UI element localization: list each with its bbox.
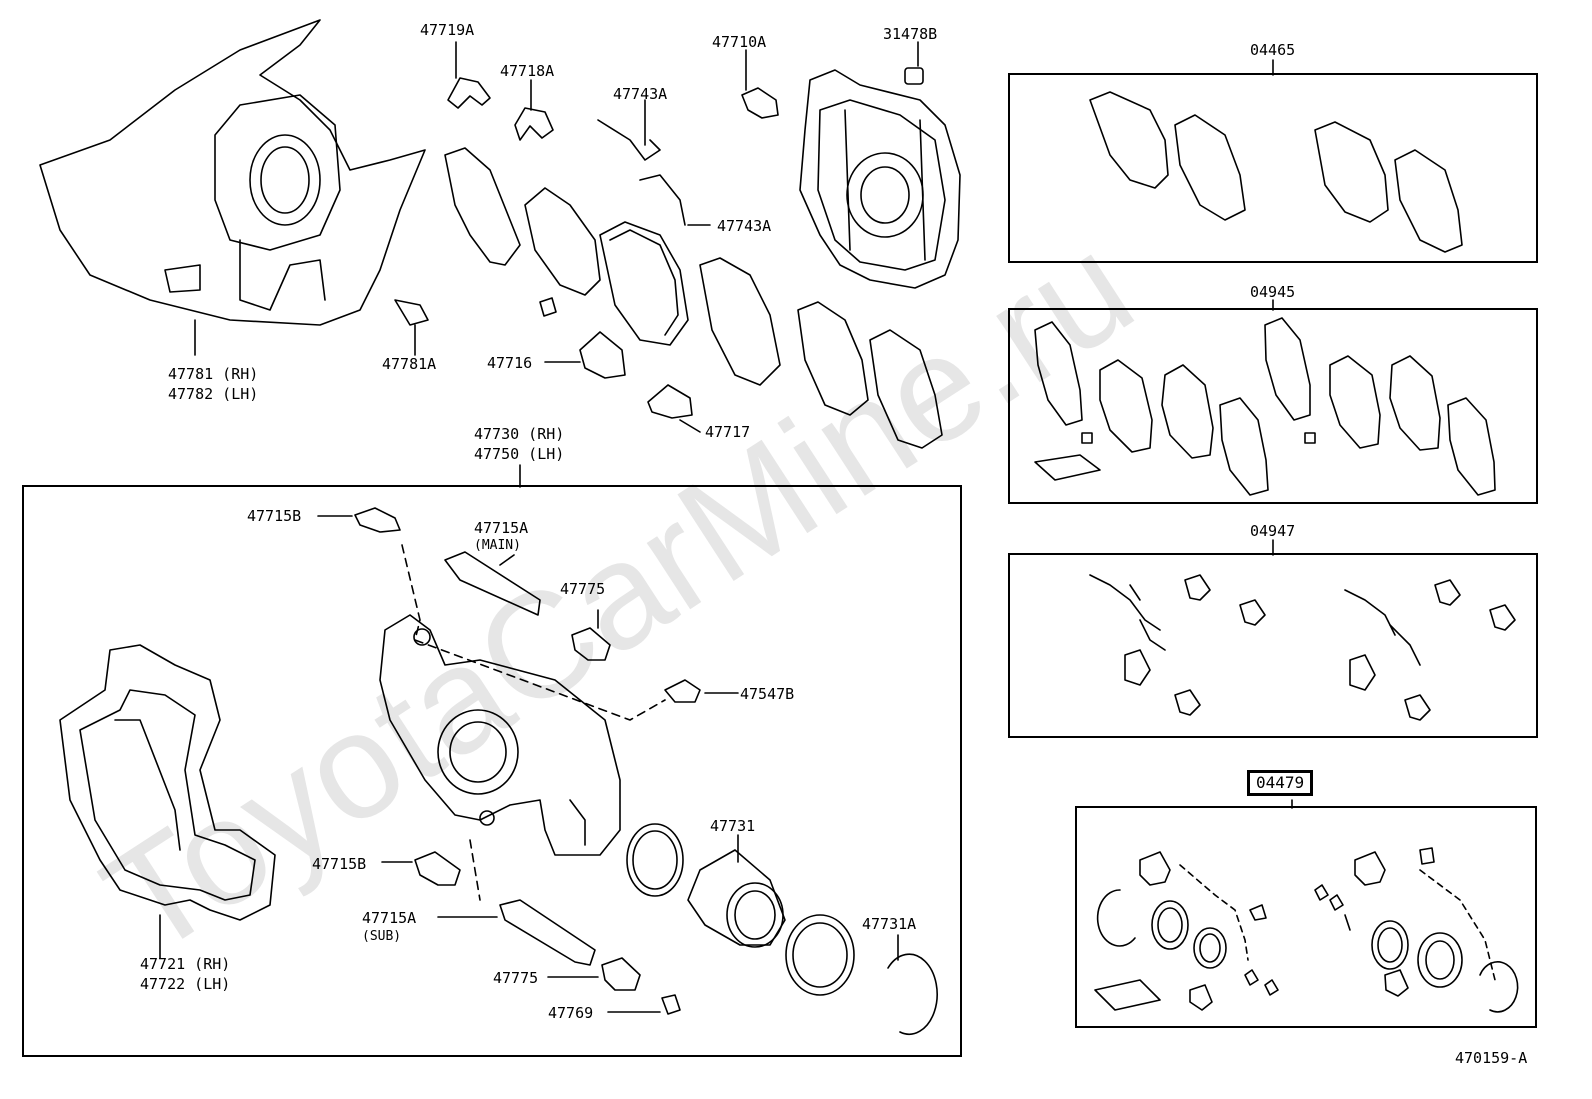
- brake-pads-drawing: [394, 147, 943, 449]
- part-label-47715A-sub[interactable]: 47715A: [362, 909, 417, 927]
- caliper-assembly-drawing: [799, 69, 961, 289]
- part-label-47743A-mid[interactable]: 47743A: [717, 217, 772, 235]
- part-label-47716[interactable]: 47716: [487, 354, 533, 372]
- kit-04945-drawing: [1034, 317, 1496, 496]
- kit-04947-code[interactable]: 04947: [1250, 522, 1296, 540]
- kit-04479-code-highlight[interactable]: 04479: [1247, 770, 1314, 796]
- diagram-code: 470159-A: [1455, 1049, 1528, 1067]
- kit-04479-drawing: [1094, 847, 1519, 1013]
- caliper-bracket-drawing: [59, 644, 276, 959]
- part-label-47715B-bot[interactable]: 47715B: [312, 855, 367, 873]
- caliper-assembly-box: [22, 485, 962, 1057]
- part-label-47715A-main[interactable]: 47715A: [474, 519, 529, 537]
- part-label-47743A-top[interactable]: 47743A: [613, 85, 668, 103]
- part-label-47547B[interactable]: 47547B: [740, 685, 795, 703]
- clips-top-drawing: [447, 41, 924, 226]
- part-label-47710A[interactable]: 47710A: [712, 33, 767, 51]
- kit-04479-box: [1075, 806, 1537, 1028]
- piston-seals-drawing: [626, 823, 938, 1035]
- kit-04465-box: [1008, 73, 1538, 263]
- main-note: (MAIN): [474, 538, 521, 553]
- part-label-47721-rh[interactable]: 47721 (RH): [140, 955, 231, 973]
- kit-04945-code[interactable]: 04945: [1250, 283, 1296, 301]
- guide-pins-drawing: [317, 507, 739, 1015]
- kit-04947-drawing: [1089, 574, 1516, 721]
- part-label-31478B[interactable]: 31478B: [883, 25, 938, 43]
- sub-note: (SUB): [362, 929, 402, 944]
- part-label-47717[interactable]: 47717: [705, 423, 751, 441]
- part-label-47731[interactable]: 47731: [710, 817, 756, 835]
- dust-shield-drawing: [39, 19, 426, 356]
- part-label-47718A[interactable]: 47718A: [500, 62, 555, 80]
- kit-04945-box: [1008, 308, 1538, 504]
- part-label-47782-lh[interactable]: 47782 (LH): [168, 385, 259, 403]
- part-label-47719A[interactable]: 47719A: [420, 21, 475, 39]
- part-label-47730-rh[interactable]: 47730 (RH): [474, 425, 565, 443]
- part-label-47715B-top[interactable]: 47715B: [247, 507, 302, 525]
- part-label-47775-bot[interactable]: 47775: [493, 969, 539, 987]
- part-label-47750-lh[interactable]: 47750 (LH): [474, 445, 565, 463]
- kit-04465-code[interactable]: 04465: [1250, 41, 1296, 59]
- part-label-47731A[interactable]: 47731A: [862, 915, 917, 933]
- part-label-47781A[interactable]: 47781A: [382, 355, 437, 373]
- caliper-body-drawing: [379, 614, 621, 856]
- part-label-47722-lh[interactable]: 47722 (LH): [140, 975, 231, 993]
- kit-04947-box: [1008, 553, 1538, 738]
- kit-04465-drawing: [1089, 91, 1463, 253]
- part-label-47769[interactable]: 47769: [548, 1004, 594, 1022]
- part-label-47775-top[interactable]: 47775: [560, 580, 606, 598]
- part-label-47781-rh[interactable]: 47781 (RH): [168, 365, 259, 383]
